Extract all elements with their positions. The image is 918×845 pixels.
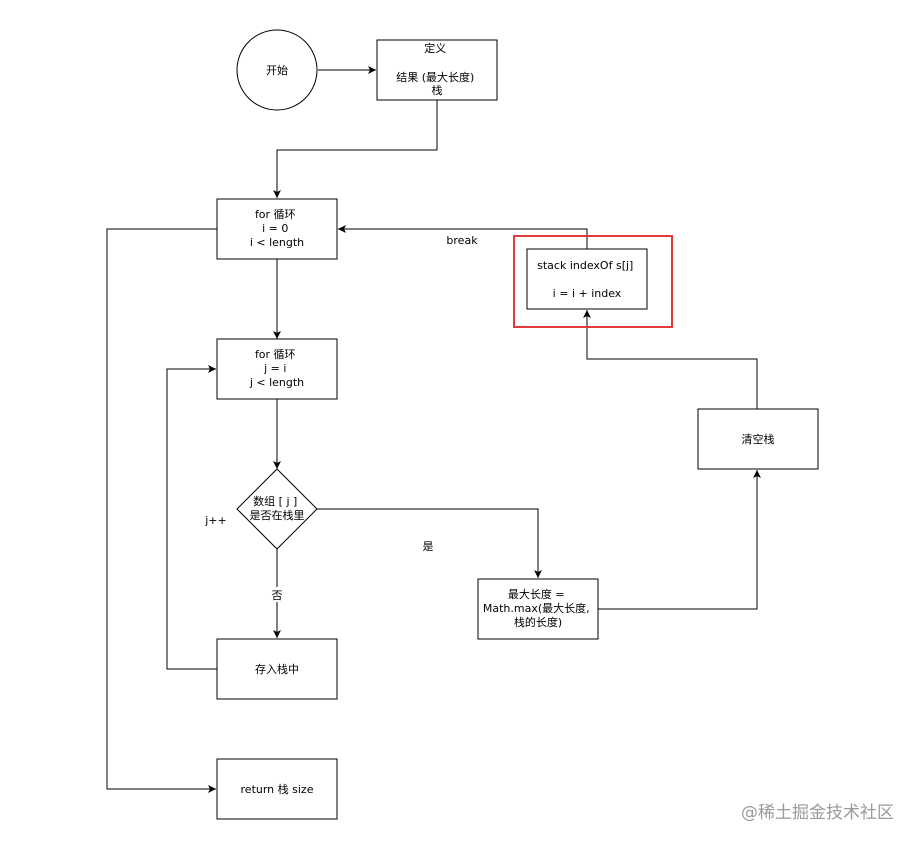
edge-maxlen-clear	[598, 470, 761, 610]
node-stack-index-line: stack indexOf s[j]	[537, 259, 633, 272]
node-for-j-line: for 循环	[255, 348, 296, 361]
node-max-length: 最大长度 = Math.max(最大长度, 栈的长度)	[477, 578, 599, 640]
node-for-i-line: i < length	[250, 236, 304, 249]
svg-text:for 循环 i = 0 i < l: for 循环 i = 0 i < length	[250, 208, 304, 249]
node-push: 存入栈中	[216, 638, 338, 700]
node-for-i-line: i = 0	[262, 222, 288, 235]
node-max-length-line: Math.max(最大长度,	[483, 601, 590, 615]
node-max-length-line: 栈的长度)	[514, 615, 562, 629]
node-for-i: for 循环 i = 0 i < length	[216, 198, 338, 260]
node-for-i-line: for 循环	[255, 208, 296, 221]
node-return: return 栈 size	[216, 758, 338, 820]
node-define-line: 定义	[424, 41, 446, 55]
edge-push-for-j	[166, 365, 217, 670]
edge-label-j-increment: j++	[204, 514, 227, 527]
node-clear-stack-label: 清空栈	[742, 432, 775, 446]
node-clear-stack: 清空栈	[697, 408, 819, 470]
edge-define-for-i	[273, 100, 438, 198]
node-for-j-line: j < length	[249, 376, 304, 389]
edge-for-i-return	[106, 228, 217, 793]
node-return-label: return 栈 size	[241, 782, 314, 796]
svg-text:最大长度 = Math.max(最大长度,: 最大长度 = Math.max(最大长度, 栈的长度)	[483, 587, 593, 629]
node-check-line: 数组 [ j ]	[253, 494, 297, 508]
node-check-line: 是否在栈里	[250, 508, 305, 522]
edge-stack-idx-for-i	[338, 225, 588, 249]
node-start-label: 开始	[266, 63, 288, 77]
node-start: 开始	[236, 29, 318, 111]
highlight-box	[513, 235, 673, 328]
edge-label-yes: 是	[423, 540, 434, 553]
watermark: @稀土掘金技术社区	[741, 803, 894, 823]
node-for-j: for 循环 j = i j < length	[216, 338, 338, 400]
edge-label-break: break	[446, 234, 478, 247]
svg-text:定义 结果 (最大长度) 栈: 定义 结果 (最大长度) 栈	[396, 41, 478, 97]
edge-clear-stack-idx	[583, 310, 758, 409]
node-define: 定义 结果 (最大长度) 栈	[376, 39, 498, 101]
node-for-j-line: j = i	[263, 362, 286, 375]
svg-text:stack indexOf s[j] i = i: stack indexOf s[j] i = i + index	[537, 259, 637, 300]
node-stack-index: stack indexOf s[j] i = i + index	[526, 248, 648, 310]
node-check-in-stack: 数组 [ j ] 是否在栈里	[236, 468, 318, 550]
edge-check-maxlen	[317, 508, 542, 578]
node-define-line: 结果 (最大长度)	[396, 70, 474, 84]
node-push-label: 存入栈中	[255, 662, 299, 676]
svg-text:数组 [ j ] 是否在栈里: 数组 [ j ] 是否在栈里	[250, 494, 305, 522]
node-stack-index-line: i = i + index	[553, 287, 622, 300]
edge-label-no: 否	[272, 589, 283, 602]
svg-text:for 循环 j = i j < l: for 循环 j = i j < length	[249, 348, 304, 389]
node-max-length-line: 最大长度 =	[508, 587, 565, 601]
node-define-line: 栈	[432, 83, 443, 97]
